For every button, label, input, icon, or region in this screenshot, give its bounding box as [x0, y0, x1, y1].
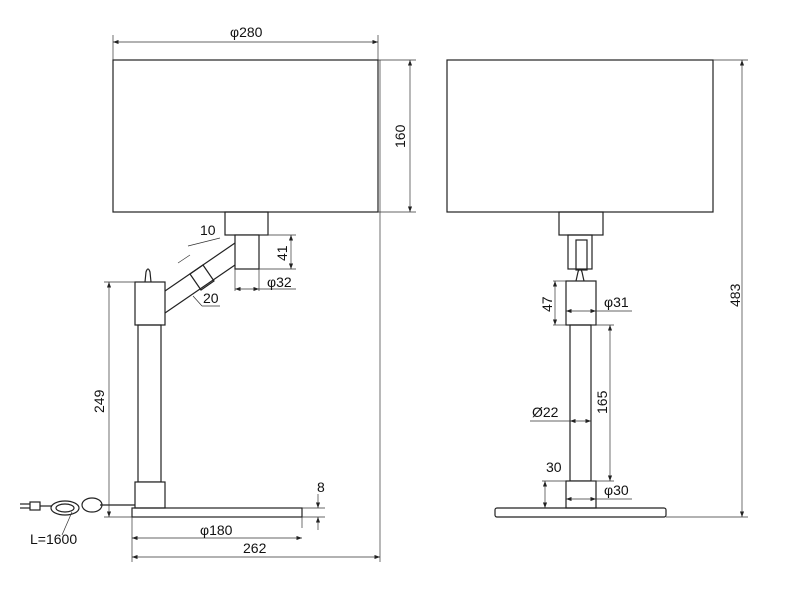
dim-top-cap-height: 47 — [539, 296, 555, 312]
socket-slot — [575, 239, 588, 271]
dim-cord-length: L=1600 — [30, 531, 77, 547]
dim-shade-diameter: φ280 — [230, 24, 263, 40]
dim-bottom-cap-diameter: φ30 — [604, 482, 629, 498]
dim-arm-band: 10 — [200, 222, 216, 238]
lamp-shade — [446, 59, 714, 213]
shade-neck — [558, 211, 604, 236]
post-bottom-cap — [134, 481, 166, 509]
dim-total-depth: 262 — [243, 540, 267, 556]
socket-block — [234, 234, 260, 270]
post-tube — [137, 324, 162, 483]
dim-bottom-cap-height: 30 — [546, 459, 562, 475]
post-top-cap — [565, 280, 597, 326]
bulb-tip — [575, 268, 585, 282]
base-plate — [494, 507, 667, 518]
dim-total-height: 483 — [727, 283, 743, 307]
post-bottom-cap — [565, 480, 597, 509]
side-view: φ280 160 41 φ32 10 20 249 8 φ180 262 L=1… — [20, 24, 416, 562]
lamp-shade — [112, 59, 379, 213]
dim-socket-diameter: φ32 — [267, 274, 292, 290]
dim-arm-diameter: 20 — [203, 290, 219, 306]
dim-base-thickness: 8 — [317, 479, 325, 495]
dim-tube-diameter: Ø22 — [532, 404, 559, 420]
bulb-tip — [144, 268, 152, 283]
dim-base-diameter: φ180 — [200, 522, 233, 538]
dim-top-cap-diameter: φ31 — [604, 294, 629, 310]
dim-socket-height: 41 — [274, 245, 290, 261]
front-view: 483 47 φ31 165 Ø22 30 φ30 — [446, 59, 748, 518]
post-tube — [569, 324, 592, 482]
arm — [164, 242, 236, 314]
post-top-cap — [134, 281, 166, 326]
dim-post-height: 249 — [91, 389, 107, 413]
shade-neck — [224, 211, 269, 236]
power-cord — [20, 497, 135, 536]
dim-tube-length: 165 — [594, 390, 610, 414]
dim-shade-height: 160 — [392, 124, 408, 148]
base-plate — [131, 507, 303, 518]
